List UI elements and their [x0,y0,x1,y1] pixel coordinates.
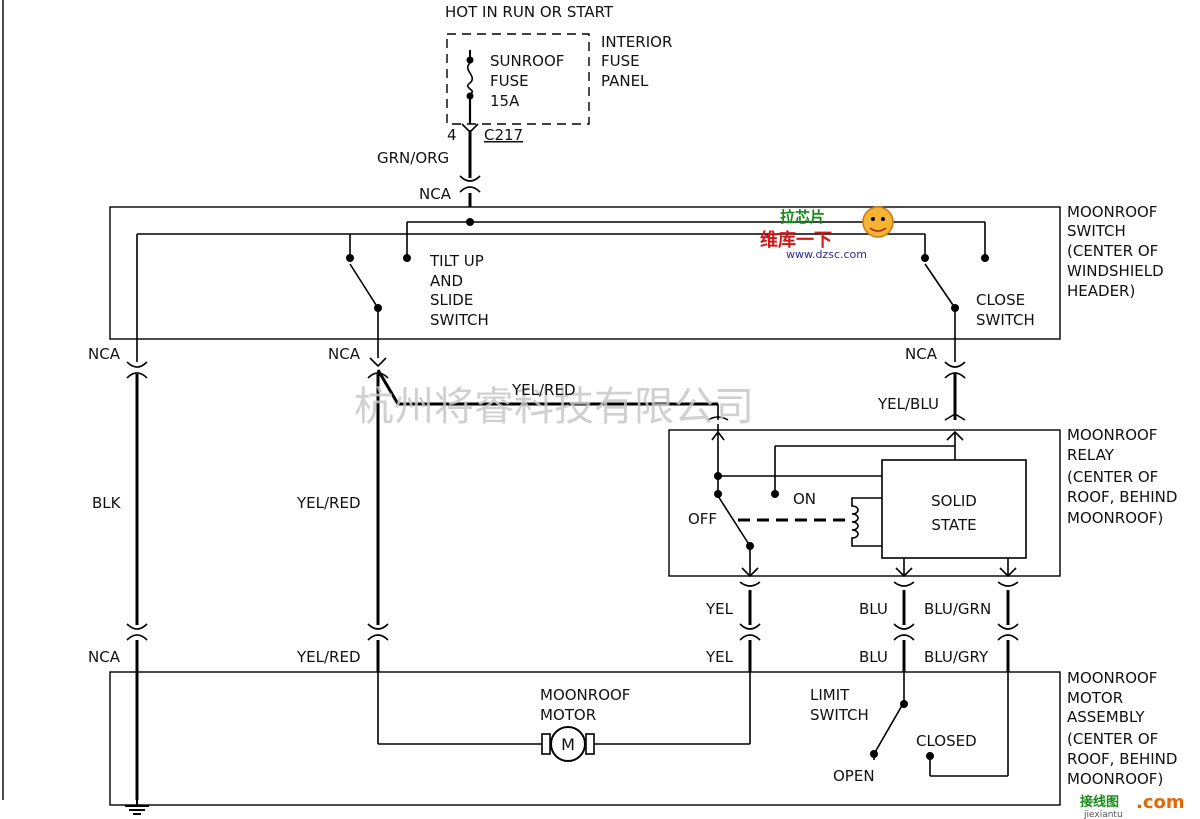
label-hot-in-run: HOT IN RUN OR START [445,3,614,21]
label-relay-title-2: RELAY [1067,446,1115,464]
label-tilt-4: SWITCH [430,311,489,329]
label-sw-title-1: MOONROOF [1067,203,1157,221]
label-wire-blu-grn: BLU/GRN [924,600,991,618]
label-wire-grn-org: GRN/ORG [377,149,449,167]
label-wire-blu-2: BLU [859,648,888,666]
label-wire-blu-gry: BLU/GRY [924,648,989,666]
label-connector-c217: C217 [484,126,523,144]
label-nca-mid: NCA [328,345,361,363]
moonroof-relay-box [668,429,1061,577]
label-wire-yel-red-mid: YEL/RED [296,494,361,512]
label-tilt-1: TILT UP [429,252,484,270]
jiexiantu-watermark: 接线图 .com jiexiantu [1080,792,1185,819]
label-sw-title-3: (CENTER OF [1067,242,1158,260]
label-asm-title-4: (CENTER OF [1067,730,1158,748]
label-nca-bottom: NCA [88,648,121,666]
watermark-site: www.dzsc.com [786,248,867,261]
watermark-brand-1: 维库一下 [760,229,832,251]
label-wire-yel-red-top: YEL/RED [511,381,576,399]
motor-internal-wiring [377,672,1009,777]
label-relay-title-1: MOONROOF [1067,426,1157,444]
labels: HOT IN RUN OR START SUNROOF FUSE 15A INT… [88,3,1177,788]
dzsc-watermark-logo: 拉芯片 维库一下 www.dzsc.com [760,206,894,261]
relay-internal-wiring [711,424,1017,578]
label-fuse-panel-3: PANEL [601,72,649,90]
label-motor-2: MOTOR [540,706,596,724]
watermark-brand-2: 拉芯片 [780,208,825,226]
label-close-2: SWITCH [976,311,1035,329]
label-on: ON [793,490,816,508]
label-fuse-name-2: FUSE [490,72,529,90]
watermark-dotcom: .com [1136,792,1185,813]
fuse-panel-box [446,33,590,125]
watermark-jiexian: 接线图 [1080,794,1119,810]
label-nca-right: NCA [905,345,938,363]
connectors [126,175,1019,641]
label-wire-blk: BLK [92,494,122,512]
label-wire-yel-red-bot: YEL/RED [296,648,361,666]
label-wire-yel-2: YEL [705,648,734,666]
label-sw-title-4: WINDSHIELD [1067,262,1164,280]
limit-switch-contacts [870,700,934,760]
moonroof-switch-box [109,206,1061,340]
label-sw-title-5: HEADER) [1067,282,1135,300]
label-asm-title-6: MOONROOF) [1067,770,1163,788]
company-watermark: 杭州将睿科技有限公司 [354,384,754,430]
label-open: OPEN [833,767,875,785]
label-close-1: CLOSE [976,291,1025,309]
label-relay-title-5: MOONROOF) [1067,509,1163,527]
solid-state-box [881,459,1027,559]
label-limit-2: SWITCH [810,706,869,724]
ground-icon [125,800,149,815]
label-off: OFF [688,510,717,528]
label-nca-left: NCA [88,345,121,363]
label-fuse-panel-1: INTERIOR [601,33,672,51]
label-relay-title-4: ROOF, BEHIND [1067,488,1177,506]
relay-contacts [714,472,779,550]
fuse-symbol [461,50,479,134]
label-asm-title-3: ASSEMBLY [1067,708,1145,726]
label-pin-4: 4 [447,126,457,144]
label-wire-yel-blu: YEL/BLU [877,395,939,413]
label-asm-title-5: ROOF, BEHIND [1067,750,1177,768]
label-fuse-rating: 15A [490,92,520,110]
watermark-jiexian-en: jiexiantu [1083,810,1123,819]
label-solid-2: STATE [931,516,976,534]
label-asm-title-2: MOTOR [1067,689,1123,707]
label-solid-1: SOLID [931,492,977,510]
label-fuse-name-1: SUNROOF [490,52,564,70]
motor-symbol-label: M [561,735,575,754]
label-motor-1: MOONROOF [540,686,630,704]
motor-assembly-box [109,671,1061,806]
label-tilt-3: SLIDE [430,291,473,309]
label-wire-yel-1: YEL [705,600,734,618]
label-wire-blu-1: BLU [859,600,888,618]
label-relay-title-3: (CENTER OF [1067,468,1158,486]
label-fuse-panel-2: FUSE [601,52,640,70]
switch-contacts [346,218,989,312]
label-limit-1: LIMIT [810,686,850,704]
label-asm-title-1: MOONROOF [1067,669,1157,687]
label-sw-title-2: SWITCH [1067,222,1126,240]
label-nca-top: NCA [419,185,452,203]
wires [135,130,1010,800]
label-closed: CLOSED [916,732,977,750]
motor-symbol: M [541,726,595,762]
switch-internal-wiring [136,221,986,339]
label-tilt-2: AND [430,272,463,290]
